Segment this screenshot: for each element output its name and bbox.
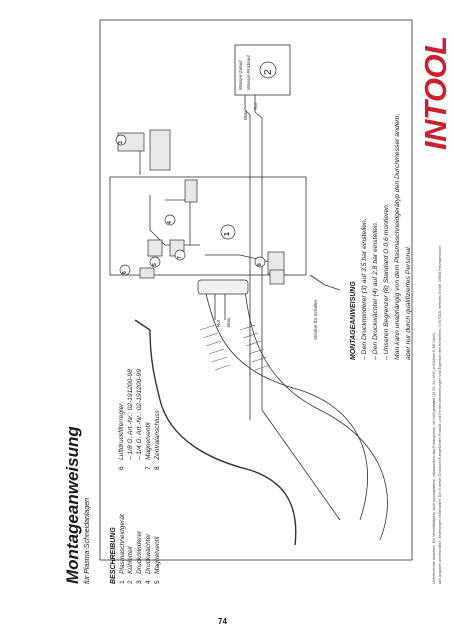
callout-circle-1 — [220, 224, 236, 240]
instructions-heading: MONTAGEANWEISUNG — [350, 281, 357, 360]
list-item: – 1/4 G, Art.-Nr.: 02-191200-99 — [136, 369, 143, 460]
description-list-j: 8Zentralanschluss — [154, 410, 161, 470]
callout-circle-3 — [115, 134, 127, 146]
filter-regulator-6 — [139, 267, 155, 279]
pressure-switch-body — [184, 179, 198, 203]
list-item: 8Zentralanschluss — [154, 410, 161, 470]
list-item: 3Druckminderer — [136, 530, 143, 584]
callout-4: 4 — [167, 221, 173, 224]
callout-5: 5 — [152, 263, 158, 266]
callout-circle-8 — [254, 256, 266, 268]
torch-grip — [197, 279, 249, 295]
torch-cable-a — [204, 289, 368, 521]
gauge-body — [149, 129, 171, 171]
torch-handle — [159, 399, 297, 546]
callout-circle-4 — [164, 214, 176, 226]
instruction-line-5: aber nur durch qualifiziertes Personal. — [405, 245, 412, 360]
plug-cable — [309, 274, 341, 291]
description-heading: BESCHREIBUNG — [110, 527, 117, 584]
callout-circle-6 — [119, 264, 131, 276]
description-list-f: 6Luftdruckfilterregler — [118, 404, 125, 470]
label-plug: Stecker für Schalter — [313, 299, 318, 340]
connector-housing — [269, 269, 285, 285]
label-wire-red: Rot — [216, 319, 221, 327]
diagram-frame — [99, 19, 413, 561]
description-list-h: – 1/4 G, Art.-Nr.: 02-191200-99 — [136, 369, 143, 470]
description-list-e: 5Magnetventil — [154, 537, 161, 584]
callout-1: 1 — [224, 232, 231, 236]
callout-circle-5 — [149, 256, 161, 268]
callout-8: 8 — [257, 263, 263, 266]
torch-head — [134, 319, 151, 331]
page-number: 74 — [218, 617, 227, 626]
label-wire-blue: Blau — [226, 317, 231, 327]
label-hose-red: Rot — [253, 102, 258, 110]
description-list-c: 3Druckminderer — [136, 531, 143, 584]
list-item: – 1/8 G, Art.-Nr.: 02-191200-98 — [127, 369, 134, 460]
label-water-in: Wasser-Zulauf — [238, 60, 243, 90]
instruction-line-1: – Den Druckminderer (3) auf 3,5 bar eins… — [361, 218, 368, 360]
description-list-d: 4Druckwächter — [145, 534, 152, 584]
list-item: 5Magnetventil — [154, 536, 161, 584]
list-item: 4Druckwächter — [145, 533, 152, 584]
footer-copyright: Urheberrechte beachten. Die Vervielfälti… — [432, 331, 436, 584]
footer-disclaimer: Alle Angaben unverbindlich. Änderungen v… — [438, 245, 442, 584]
list-item: 6Luftdruckfilterregler — [118, 403, 125, 470]
instruction-line-4: Man kann unabhängig von dem Plasmaschnei… — [394, 113, 401, 360]
callout-3: 3 — [118, 141, 124, 144]
instruction-line-3: – Unseren Begrenzer (8) Standard O 0,6 m… — [383, 203, 390, 360]
description-list-i: 7Magnetventil — [145, 423, 152, 470]
callout-2: 2 — [263, 69, 274, 75]
plasma-unit-box — [109, 176, 307, 276]
description-list-g: – 1/8 G, Art.-Nr.: 02-191200-98 — [127, 369, 134, 470]
water-hose-out — [254, 95, 341, 521]
cooler-box — [234, 44, 291, 96]
description-section: BESCHREIBUNG — [110, 527, 117, 584]
callout-7: 7 — [177, 256, 183, 259]
list-item: 7Magnetventil — [145, 422, 152, 470]
instruction-line-2: – Den Druckwächter (4) auf 2,8 bar einst… — [372, 221, 379, 360]
callout-circle-7 — [174, 249, 186, 261]
solenoid-valve-5 — [147, 239, 163, 257]
torch-neck — [149, 329, 161, 401]
water-hose-in — [244, 95, 251, 420]
label-hose-blue: Blau — [243, 110, 248, 120]
list-item: 2Kühlerteil — [127, 546, 134, 585]
callout-6: 6 — [122, 271, 128, 274]
label-water-out: Wasser-Rücklauf — [246, 55, 251, 90]
torch-cable-b — [244, 289, 388, 541]
hose-ribbing — [199, 324, 271, 371]
callout-circle-2 — [259, 61, 277, 79]
description-list-b: 2Kühlerteil — [127, 547, 134, 585]
